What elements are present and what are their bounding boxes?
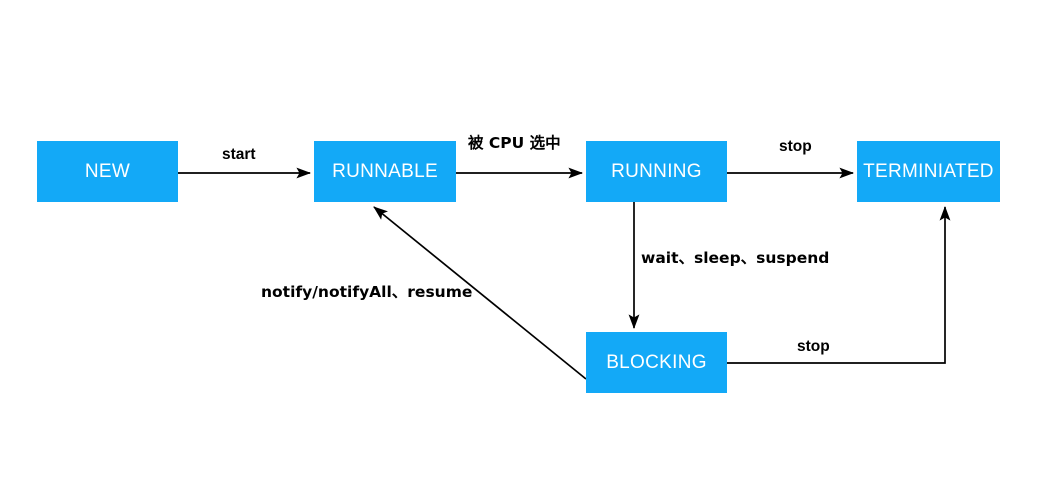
edge-blocking-to-terminated [727,205,951,364]
state-node-runnable-label: RUNNABLE [332,160,438,182]
state-node-runnable[interactable]: RUNNABLE [314,141,456,202]
state-node-terminated[interactable]: TERMINIATED [857,141,1000,202]
edge-blocking-to-runnable [373,206,587,380]
state-node-blocking-label: BLOCKING [606,351,707,373]
edge-label-cpu-selected: 被 CPU 选中 [468,134,561,152]
state-node-new-label: NEW [84,160,131,182]
edge-label-notify-resume: notify/notifyAll、resume [261,283,473,301]
state-node-running-label: RUNNING [611,160,702,182]
edge-label-stop-bottom: stop [797,338,830,355]
edge-label-start: start [222,146,256,163]
state-node-blocking[interactable]: BLOCKING [586,332,727,393]
state-node-new[interactable]: NEW [37,141,178,202]
edge-label-wait-sleep-suspend: wait、sleep、suspend [641,249,830,267]
state-node-running[interactable]: RUNNING [586,141,727,202]
edge-label-stop-top: stop [779,138,812,155]
state-node-terminated-label: TERMINIATED [863,160,994,182]
